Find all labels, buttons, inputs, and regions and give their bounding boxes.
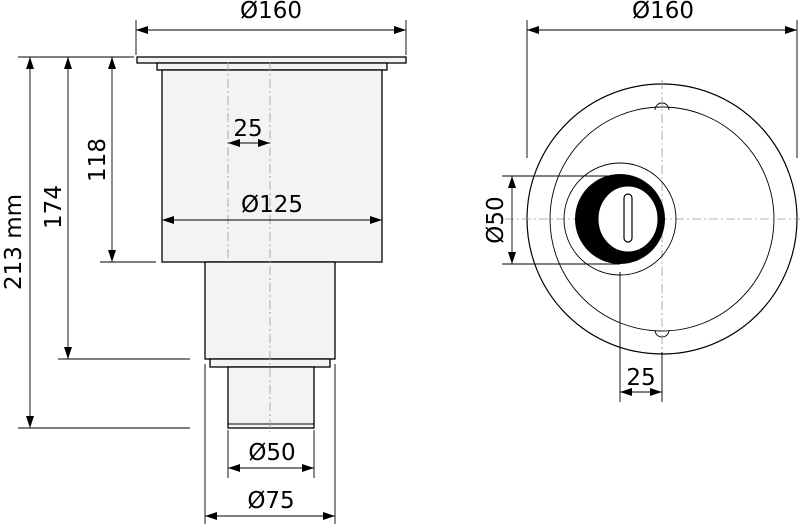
label-depth-118: 118 [85, 138, 111, 182]
label-top-view-offset: 25 [626, 365, 655, 391]
outlet-slot [623, 193, 633, 243]
label-side-offset: 25 [233, 116, 262, 142]
drain-outlet-pipe [227, 366, 315, 429]
dimension-total-height: 213 mm [1, 56, 190, 429]
dimension-top-diameter: Ø160 [135, 0, 407, 55]
label-total-height: 213 mm [1, 194, 27, 290]
side-view: Ø160 25 Ø125 118 174 213 mm [1, 0, 407, 524]
drain-body [136, 56, 407, 429]
outlet-assembly [563, 162, 677, 276]
top-view: Ø160 Ø50 25 [483, 0, 800, 402]
label-outlet-outer-diameter: Ø75 [247, 488, 294, 514]
dimension-body-diameter: Ø125 [162, 192, 382, 224]
dimension-outlet-outer: Ø75 [204, 364, 336, 524]
drain-flange [136, 56, 407, 64]
dimension-depth-174: 174 [41, 57, 190, 360]
label-depth-174: 174 [41, 185, 67, 229]
label-outlet-inner-diameter: Ø50 [248, 440, 295, 466]
drain-collar [156, 62, 388, 71]
dimension-top-view-offset: 25 [619, 272, 663, 402]
label-side-top-diameter: Ø160 [240, 0, 302, 24]
dimension-outlet-inner: Ø50 [227, 430, 315, 478]
drain-middle-body [204, 261, 336, 360]
label-body-diameter: Ø125 [241, 192, 303, 218]
dimension-top-view-diameter: Ø160 [526, 0, 798, 158]
label-top-view-diameter: Ø160 [632, 0, 694, 24]
label-top-view-outlet-diameter: Ø50 [483, 196, 509, 243]
dimension-depth-118: 118 [85, 57, 156, 263]
dimension-top-view-outlet: Ø50 [483, 175, 620, 265]
dimension-offset: 25 [228, 116, 270, 147]
drain-upper-body [161, 69, 383, 263]
